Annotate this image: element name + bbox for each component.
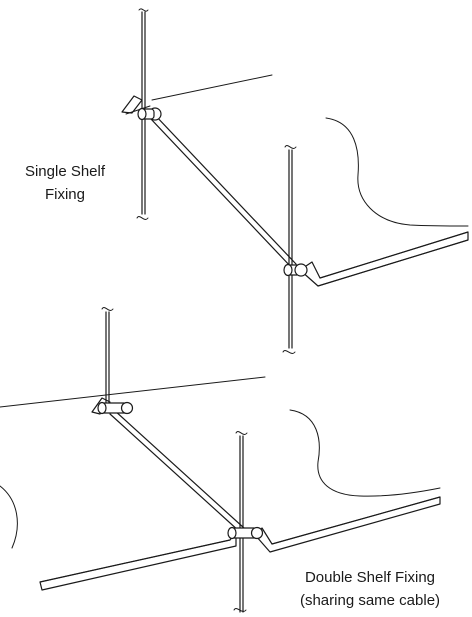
cable-break-symbol	[284, 145, 297, 149]
double-shelf-fixing-illustration	[0, 307, 441, 613]
single-support-wire	[149, 117, 293, 269]
single-label-line2: Fixing	[44, 186, 85, 203]
upper-shelf-back-edge	[151, 74, 273, 101]
cable-break-symbol	[136, 216, 149, 220]
cable-break-symbol	[235, 431, 248, 435]
right-shelf-front-edge	[255, 496, 441, 553]
rear-cable-clamp	[97, 401, 134, 415]
lower-shelf-sheet-outline	[325, 117, 469, 227]
cable-break-symbol	[138, 8, 149, 12]
cable-break-symbol	[282, 350, 296, 354]
double-label-line2: (sharing same cable)	[299, 592, 441, 609]
double-label-line1: Double Shelf Fixing	[304, 569, 436, 586]
cable-break-symbol	[233, 608, 247, 612]
rear-shelf-back-edge	[0, 376, 266, 408]
lower-shelf-edge	[299, 231, 469, 287]
right-shelf-sheet-outline	[289, 409, 441, 497]
left-shelf-front-edge	[39, 531, 237, 591]
single-shelf-fixing-label: Single Shelf Fixing	[4, 160, 126, 206]
lower-cable-clamp	[283, 263, 308, 277]
left-shelf-sheet-outline	[0, 485, 18, 549]
double-support-wire	[109, 413, 241, 533]
upper-cable-clamp	[137, 107, 162, 121]
single-shelf-fixing-illustration	[121, 8, 469, 354]
shared-cable-clamp	[227, 526, 264, 540]
cable-break-symbol	[101, 307, 114, 311]
single-label-line1: Single Shelf	[24, 163, 106, 180]
double-shelf-fixing-label: Double Shelf Fixing (sharing same cable)	[268, 566, 472, 612]
